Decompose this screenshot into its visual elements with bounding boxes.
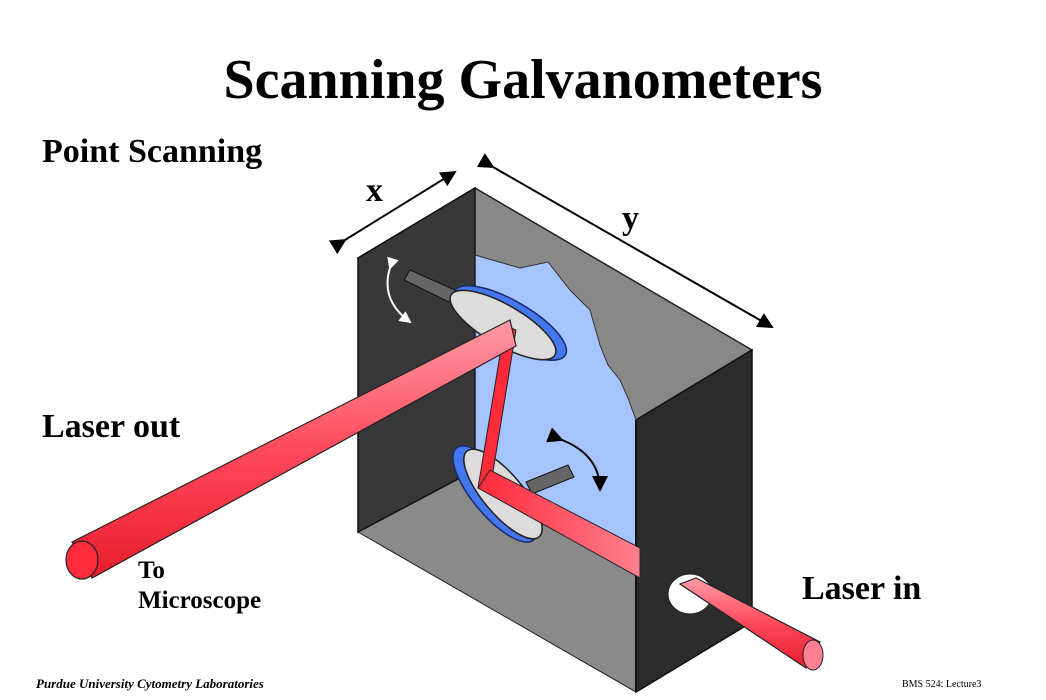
y-dimension-arrow xyxy=(476,153,774,328)
lower-rotation-arrow xyxy=(546,427,608,492)
to-microscope-label: To Microscope xyxy=(138,556,261,616)
laser-in-beam-inner xyxy=(477,469,641,579)
x-axis-label: x xyxy=(366,172,383,209)
to-microscope-line2: Microscope xyxy=(138,587,262,614)
laser-in-beam xyxy=(678,577,821,669)
upper-rotation-arrow xyxy=(386,256,412,324)
laser-in-label: Laser in xyxy=(802,570,922,607)
footer-institution: Purdue University Cytometry Laboratories xyxy=(36,676,264,691)
x-dimension-arrow xyxy=(328,170,457,255)
laser-in-beam-end xyxy=(802,639,824,671)
y-axis-label: y xyxy=(622,200,639,237)
page-title: Scanning Galvanometers xyxy=(223,49,823,111)
subtitle: Point Scanning xyxy=(42,133,263,170)
to-microscope-line1: To xyxy=(138,557,165,584)
laser-out-label: Laser out xyxy=(42,408,181,445)
laser-out-beam-end xyxy=(65,540,99,580)
footer-lecture: BMS 524: Lecture3 xyxy=(902,679,982,690)
